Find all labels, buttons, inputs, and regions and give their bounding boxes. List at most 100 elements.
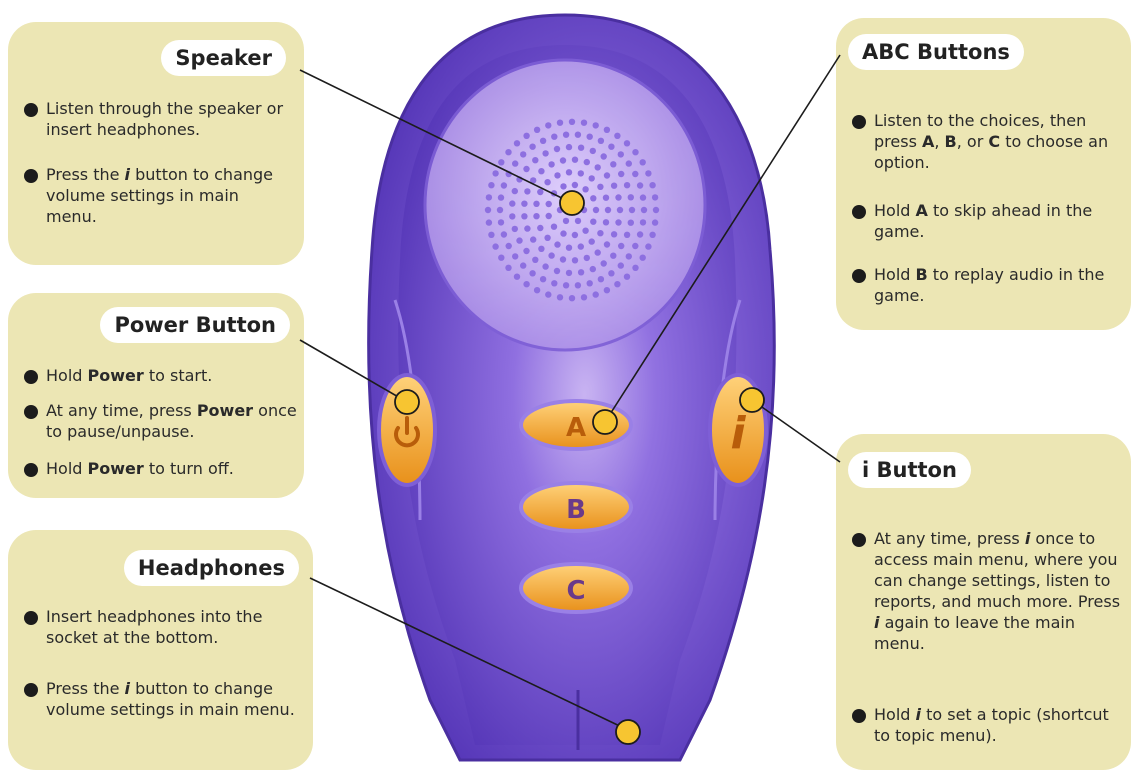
text-run: Insert headphones into the socket at the… (46, 607, 262, 647)
speaker-hole (578, 243, 584, 249)
speaker-hole (557, 207, 563, 213)
speaker-hole (537, 225, 543, 231)
speaker-hole (595, 249, 601, 255)
speaker-hole (534, 287, 540, 293)
text-run: C (988, 132, 1000, 151)
speaker-hole (569, 207, 575, 213)
speaker-hole (605, 207, 611, 213)
speaker-hole (520, 151, 526, 157)
speaker-hole (603, 219, 609, 225)
speaker-hole (575, 282, 581, 288)
speaker-hole (649, 232, 655, 238)
text-run: B (916, 265, 928, 284)
power-panel: Power Button Hold Power to start.At any … (8, 293, 304, 498)
speaker-hole (618, 243, 624, 249)
speaker-hole (532, 157, 538, 163)
speaker-hole (593, 122, 599, 128)
list-item-text: Hold i to set a topic (shortcut to topic… (874, 704, 1127, 746)
i-button-panel: i Button At any time, press i once to ac… (836, 434, 1131, 770)
bullet-icon (24, 405, 38, 419)
speaker-hole (523, 281, 529, 287)
speaker-hole (587, 280, 593, 286)
speaker-hole (628, 194, 634, 200)
speaker-hole (578, 145, 584, 151)
list-item: Press the i button to change volume sett… (24, 164, 294, 227)
speaker-hole (590, 195, 596, 201)
headphones-title: Headphones (124, 550, 299, 586)
speaker-hole (581, 207, 587, 213)
list-item: At any time, press i once to access main… (852, 528, 1127, 654)
list-item: Hold Power to start. (24, 365, 299, 386)
speaker-hole (538, 246, 544, 252)
speaker-hole (554, 146, 560, 152)
speaker-hole (641, 207, 647, 213)
speaker-hole (608, 270, 614, 276)
text-run: , (934, 132, 944, 151)
speaker-hole (652, 194, 658, 200)
speaker-hole (593, 291, 599, 297)
speaker-hole (601, 153, 607, 159)
speaker-hole (501, 182, 507, 188)
list-item: Press the i button to change volume sett… (24, 678, 299, 720)
speaker-hole (534, 127, 540, 133)
speaker-hole (615, 219, 621, 225)
speaker-hole (637, 182, 643, 188)
speaker-hole (652, 219, 658, 225)
speaker-hole (604, 241, 610, 247)
speaker-hole (523, 133, 529, 139)
speaker-hole (601, 260, 607, 266)
list-item-text: Hold Power to turn off. (46, 458, 299, 479)
button-a-label: A (566, 413, 586, 443)
speaker-hole (498, 219, 504, 225)
speaker-hole (640, 219, 646, 225)
speaker-hole (575, 196, 581, 202)
speaker-hole (514, 140, 520, 146)
speaker-hole (617, 207, 623, 213)
speaker-hole (603, 195, 609, 201)
speaker-hole (582, 228, 588, 234)
speaker-panel: Speaker Listen through the speaker or in… (8, 22, 304, 265)
list-item-text: Insert headphones into the socket at the… (46, 606, 299, 648)
speaker-hole (509, 200, 515, 206)
speaker-hole (610, 161, 616, 167)
list-item: Hold B to replay audio in the game. (852, 264, 1127, 306)
speaker-title: Speaker (161, 40, 286, 76)
bullet-icon (852, 269, 866, 283)
speaker-hole (597, 230, 603, 236)
speaker-hole (608, 144, 614, 150)
headphones-panel: Headphones Insert headphones into the so… (8, 530, 313, 770)
speaker-hole (584, 255, 590, 261)
speaker-hole (575, 218, 581, 224)
bullet-icon (852, 709, 866, 723)
speaker-hole (551, 134, 557, 140)
speaker-hole (542, 263, 548, 269)
speaker-hole (569, 295, 575, 301)
speaker-hole (492, 243, 498, 249)
speaker-hole (587, 134, 593, 140)
speaker-hole (542, 150, 548, 156)
speaker-hole (614, 281, 620, 287)
speaker-hole (640, 194, 646, 200)
speaker-hole (590, 148, 596, 154)
list-item-text: Hold Power to start. (46, 365, 299, 386)
speaker-hole (645, 170, 651, 176)
speaker-hole (640, 159, 646, 165)
list-item-text: At any time, press i once to access main… (874, 528, 1127, 654)
speaker-hole (546, 201, 552, 207)
speaker-hole (533, 201, 539, 207)
speaker-hole (624, 140, 630, 146)
text-run: Hold (46, 459, 88, 478)
speaker-dome (425, 60, 705, 350)
speaker-hole (618, 151, 624, 157)
speaker-hole (551, 190, 557, 196)
speaker-hole (581, 120, 587, 126)
speaker-hole (512, 253, 518, 259)
speaker-hole (544, 179, 550, 185)
speaker-hole (521, 201, 527, 207)
list-item: At any time, press Power once to pause/u… (24, 400, 299, 442)
bullet-icon (852, 533, 866, 547)
list-item: Insert headphones into the socket at the… (24, 606, 299, 648)
speaker-hole (604, 172, 610, 178)
speaker-hole (523, 166, 529, 172)
speaker-hole (505, 149, 511, 155)
